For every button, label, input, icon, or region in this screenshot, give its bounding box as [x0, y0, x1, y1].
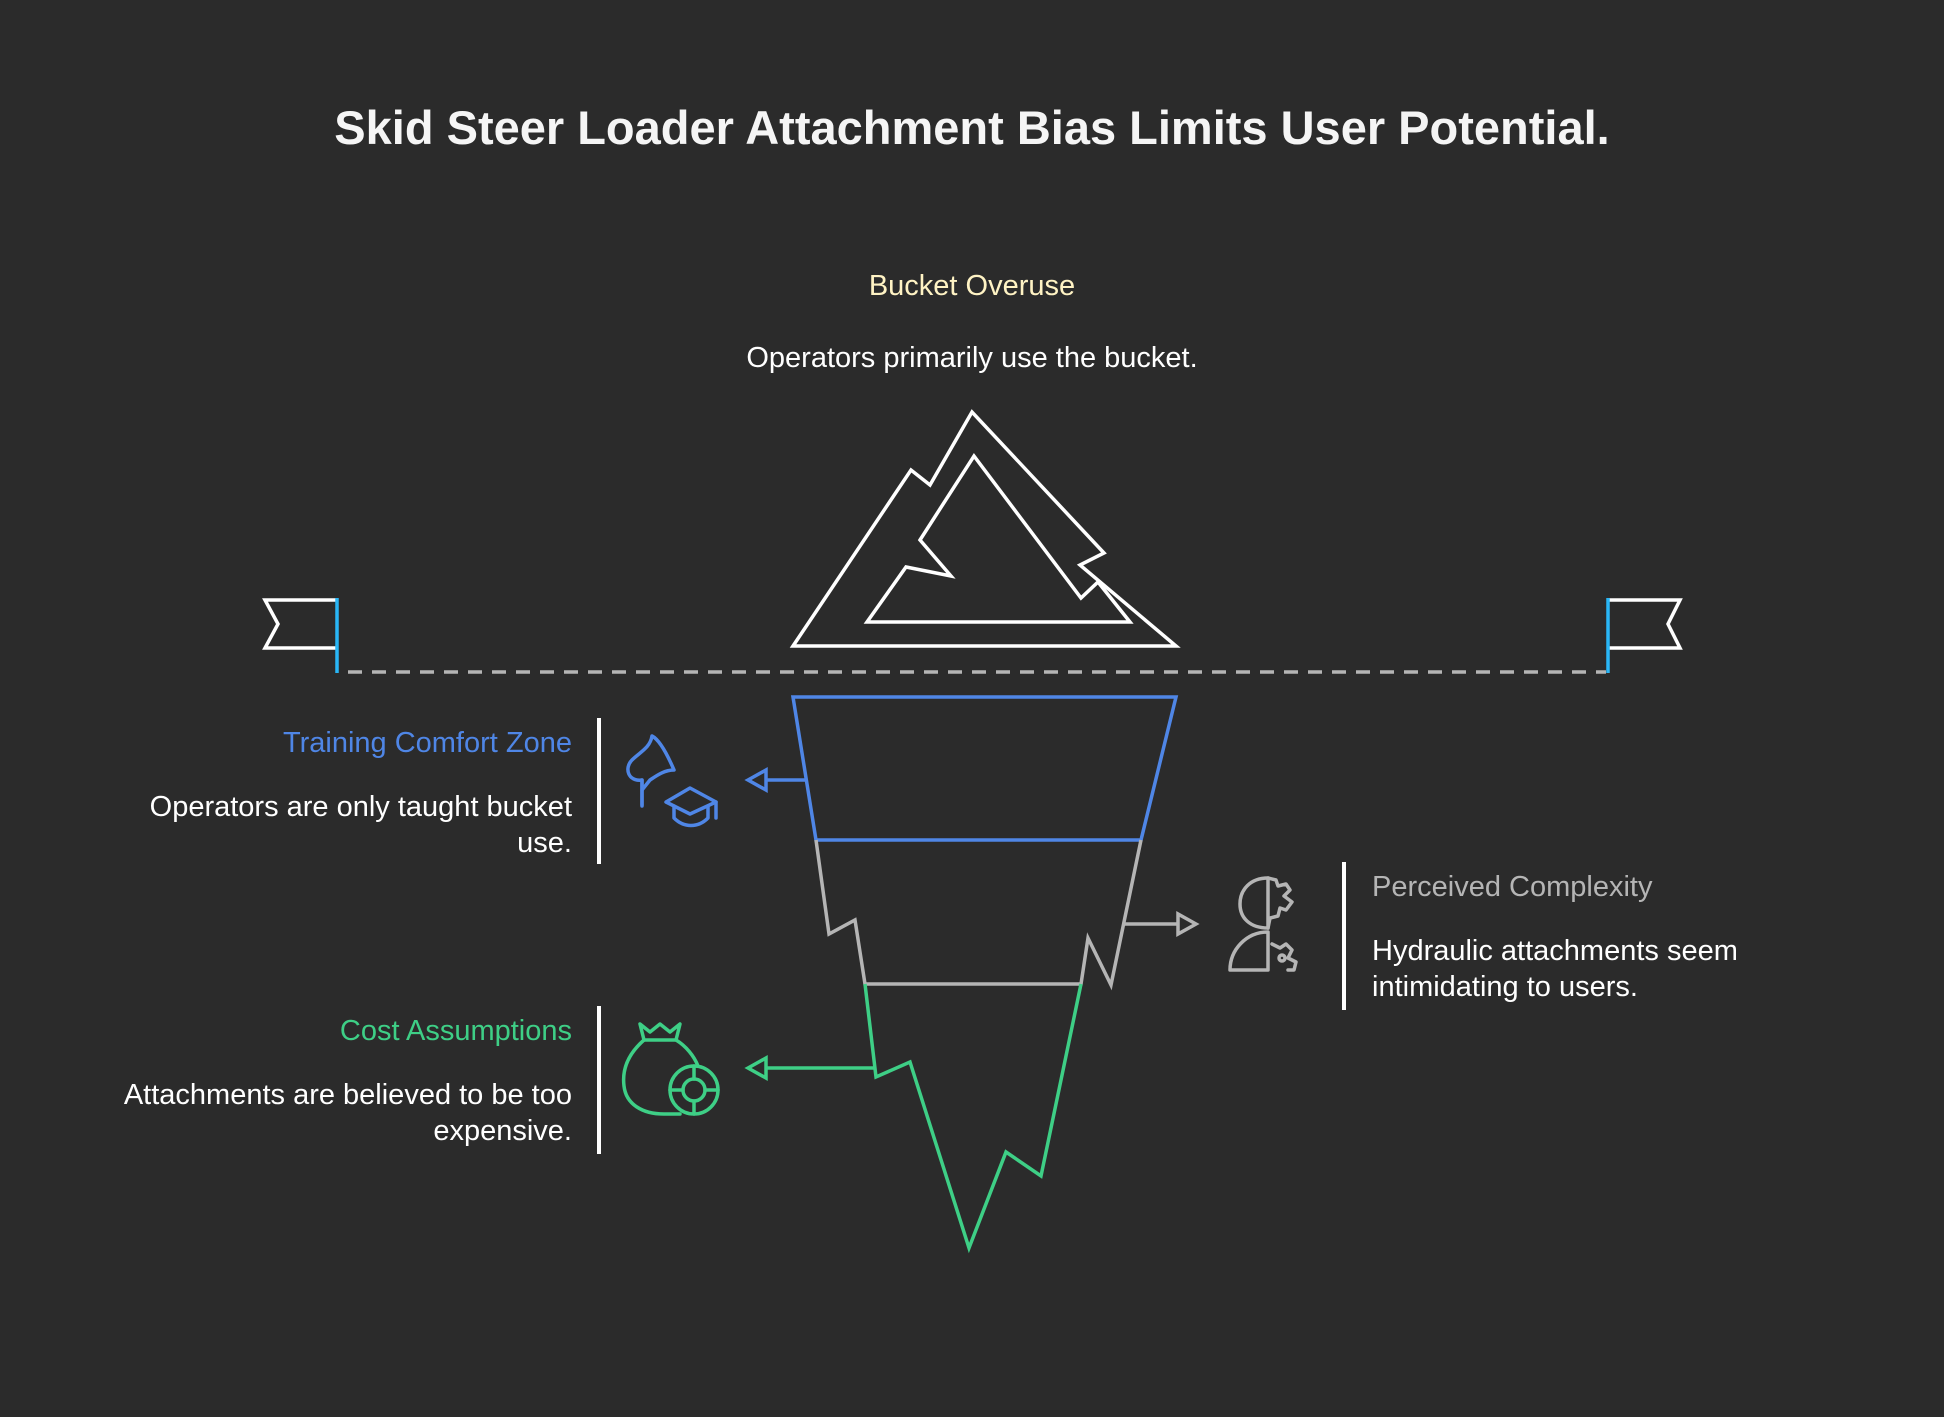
iceberg-layer-training — [790, 695, 1179, 842]
iceberg-tip — [789, 409, 1181, 648]
complexity-heading: Perceived Complexity — [1372, 871, 1653, 903]
arrow-cost — [744, 1055, 876, 1081]
complexity-block: Perceived Complexity Hydraulic attachmen… — [1372, 869, 1892, 1005]
training-description: Operators are only taught bucket use. — [149, 791, 572, 859]
training-heading: Training Comfort Zone — [282, 727, 572, 759]
complexity-description: Hydraulic attachments seem intimidating … — [1372, 935, 1738, 1003]
right-flag — [1606, 598, 1683, 673]
training-icon — [626, 734, 718, 828]
iceberg-tip-outer — [789, 409, 1181, 648]
cost-description: Attachments are believed to be too expen… — [123, 1079, 572, 1147]
arrow-training — [744, 767, 806, 793]
left-flag — [262, 598, 339, 673]
money-bag-icon — [621, 1022, 720, 1116]
iceberg-tip-inner — [863, 452, 1134, 624]
cost-divider — [597, 1006, 601, 1154]
training-block: Training Comfort Zone Operators are only… — [52, 725, 572, 861]
bucket-overuse-description: Operators primarily use the bucket. — [746, 342, 1198, 374]
arrow-complexity — [1124, 911, 1200, 937]
page-title: Skid Steer Loader Attachment Bias Limits… — [334, 101, 1610, 154]
training-divider — [597, 718, 601, 864]
right-flag-cloth — [1608, 598, 1683, 650]
iceberg-layer-cost — [863, 983, 1083, 1254]
complexity-divider — [1342, 862, 1346, 1010]
person-gear-icon — [1228, 876, 1298, 972]
iceberg-layer-complexity — [814, 839, 1143, 991]
cost-block: Cost Assumptions Attachments are believe… — [52, 1013, 572, 1149]
bucket-overuse-heading: Bucket Overuse — [868, 270, 1076, 302]
cost-heading: Cost Assumptions — [339, 1015, 572, 1047]
left-flag-cloth — [262, 598, 337, 650]
